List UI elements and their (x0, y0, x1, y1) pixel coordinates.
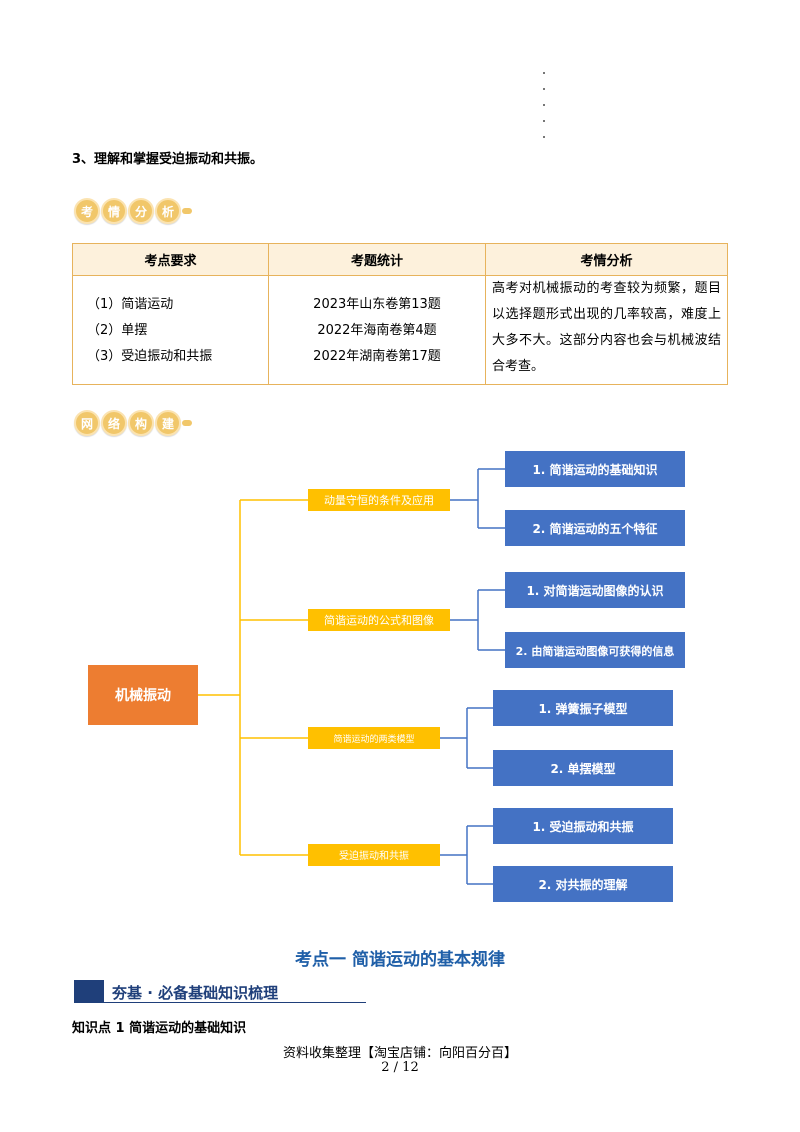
network-build-badge: 网 络 构 建 (74, 410, 192, 438)
statistics-cell: 2023年山东卷第13题 2022年海南卷第4题 2022年湖南卷第17题 (268, 275, 486, 385)
mind-map: 机械振动 动量守恒的条件及应用 1. 简谐运动的基础知识 2. 简谐运动的五个特… (88, 451, 685, 902)
branch-label: 简谐运动的公式和图像 (324, 613, 434, 627)
badge-char: 情 (101, 198, 127, 224)
leaf-box (505, 632, 685, 668)
badge-char: 析 (155, 198, 181, 224)
table-header-row: 考点要求 考题统计 考情分析 (72, 243, 728, 276)
page-number: 2 / 12 (381, 1060, 419, 1075)
exam-stat-table: 考点要求 考题统计 考情分析 （1）简谐运动 （2）单摆 （3）受迫振动和共振 … (72, 243, 728, 385)
leaf-box (505, 572, 685, 608)
leaf-label: 1. 对简谐运动图像的认识 (526, 583, 663, 598)
intro-line: 3、理解和掌握受迫振动和共振。 (72, 152, 264, 167)
badge-char: 建 (155, 410, 181, 436)
leaf-label: 1. 受迫振动和共振 (532, 819, 633, 834)
table-header: 考点要求 (72, 243, 269, 276)
branch-label: 简谐运动的两类模型 (333, 733, 414, 745)
section-title: 考点一 简谐运动的基本规律 (295, 950, 505, 970)
leaf-label: 1. 简谐运动的基础知识 (532, 462, 657, 477)
branch-box (308, 727, 440, 749)
requirement-item: （2）单摆 (87, 323, 148, 338)
badge-char: 构 (128, 410, 154, 436)
banner-bar (74, 980, 104, 1002)
footer-text: 资料收集整理【淘宝店铺：向阳百分百】 (282, 1046, 517, 1061)
table-row: （1）简谐运动 （2）单摆 （3）受迫振动和共振 2023年山东卷第13题 20… (72, 275, 728, 385)
branch-label: 动量守恒的条件及应用 (324, 493, 434, 507)
leaf-label: 2. 简谐运动的五个特征 (532, 521, 657, 536)
leaf-label: 2. 对共振的理解 (538, 877, 627, 892)
analysis-cell: 高考对机械振动的考查较为频繁，题目以选择题形式出现的几率较高，难度上大多不大。这… (485, 275, 728, 385)
banner-label: 夯基 · 必备基础知识梳理 (112, 984, 279, 1002)
exam-analysis-badge: 考 情 分 析 (74, 198, 192, 226)
branch-box (308, 489, 450, 511)
badge-char: 考 (74, 198, 100, 224)
badge-char: 网 (74, 410, 100, 436)
leaf-box (493, 690, 673, 726)
leaf-label: 1. 弹簧振子模型 (538, 701, 627, 716)
branch-box (308, 844, 440, 866)
knowledge-point-heading: 知识点 1 简谐运动的基础知识 (72, 1021, 247, 1036)
statistic-item: 2022年海南卷第4题 (317, 323, 437, 338)
badge-char: 分 (128, 198, 154, 224)
decorative-dots (541, 72, 547, 152)
analysis-text: 高考对机械振动的考查较为频繁，题目以选择题形式出现的几率较高，难度上大多不大。这… (492, 281, 721, 374)
banner-underline (74, 1002, 366, 1003)
mindmap-root-box (88, 665, 198, 725)
leaf-label: 2. 由简谐运动图像可获得的信息 (516, 644, 675, 658)
badge-char: 络 (101, 410, 127, 436)
table-header: 考题统计 (268, 243, 486, 276)
requirements-cell: （1）简谐运动 （2）单摆 （3）受迫振动和共振 (72, 275, 269, 385)
leaf-box (493, 866, 673, 902)
branch-label: 受迫振动和共振 (339, 849, 409, 862)
badge-tail (182, 420, 192, 426)
section-banner: 夯基 · 必备基础知识梳理 (74, 980, 366, 1004)
table-header: 考情分析 (485, 243, 728, 276)
badge-tail (182, 208, 192, 214)
branch-box (308, 609, 450, 631)
mindmap-root-label: 机械振动 (115, 687, 171, 704)
requirement-item: （1）简谐运动 (87, 297, 174, 312)
statistic-item: 2022年湖南卷第17题 (313, 349, 441, 364)
leaf-box (505, 451, 685, 487)
leaf-label: 2. 单摆模型 (550, 761, 615, 776)
leaf-box (505, 510, 685, 546)
requirement-item: （3）受迫振动和共振 (87, 349, 213, 364)
leaf-box (493, 750, 673, 786)
statistic-item: 2023年山东卷第13题 (313, 297, 441, 312)
leaf-box (493, 808, 673, 844)
